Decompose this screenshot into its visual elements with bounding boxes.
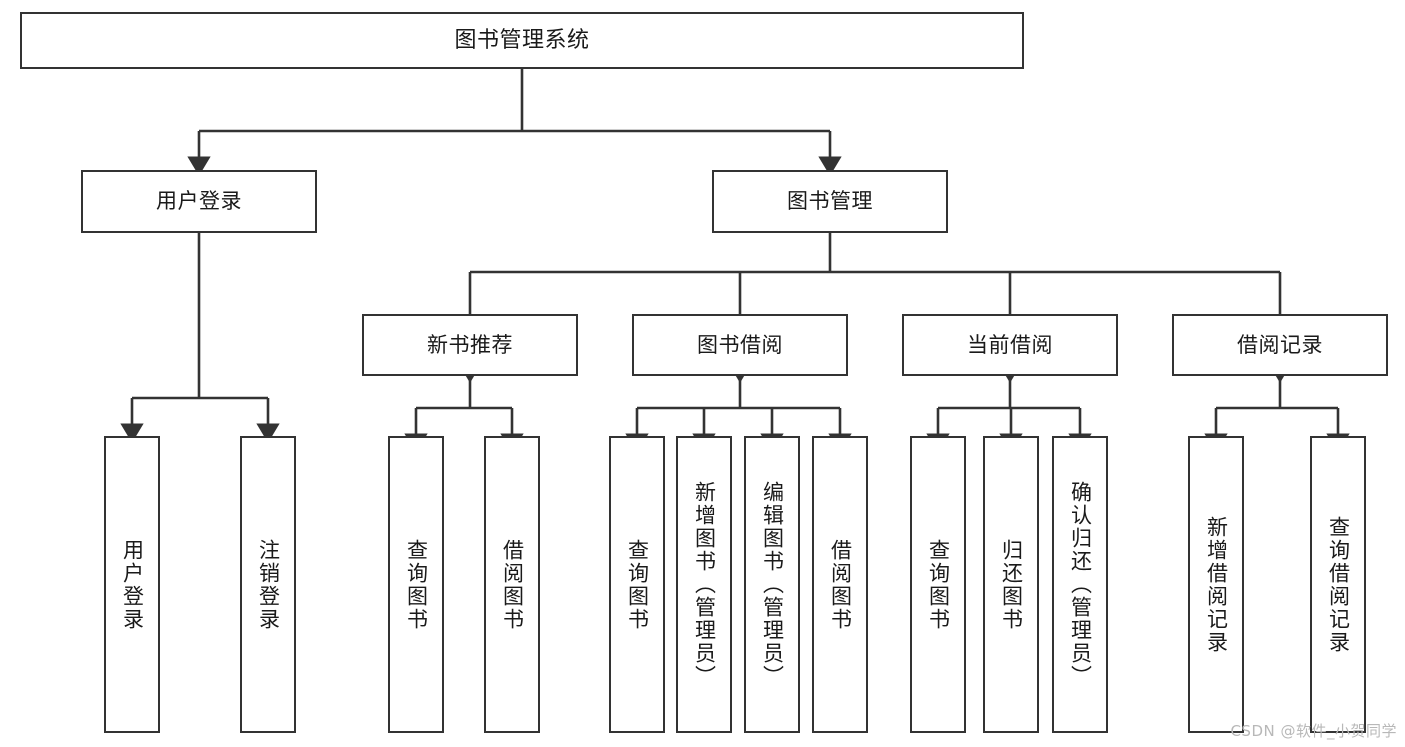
node-label: 归还图书 bbox=[999, 538, 1024, 631]
leaf-return-book[interactable]: 归还图书 bbox=[983, 436, 1039, 733]
node-label: 查询图书 bbox=[625, 538, 650, 631]
node-label: 确认归还（管理员） bbox=[1068, 481, 1093, 688]
leaf-user-logout[interactable]: 注销登录 bbox=[240, 436, 296, 733]
node-book-borrow[interactable]: 图书借阅 bbox=[632, 314, 848, 376]
node-label: 借阅图书 bbox=[828, 538, 853, 631]
leaf-confirm-return-admin[interactable]: 确认归还（管理员） bbox=[1052, 436, 1108, 733]
node-label: 新书推荐 bbox=[427, 332, 513, 357]
leaf-query-borrow-record[interactable]: 查询借阅记录 bbox=[1310, 436, 1366, 733]
edge-group bbox=[120, 69, 1350, 453]
node-borrow-record[interactable]: 借阅记录 bbox=[1172, 314, 1388, 376]
node-label: 借阅图书 bbox=[500, 538, 525, 631]
node-label: 注销登录 bbox=[256, 538, 281, 631]
node-user-login[interactable]: 用户登录 bbox=[81, 170, 317, 233]
node-label: 图书借阅 bbox=[697, 332, 783, 357]
node-label: 查询借阅记录 bbox=[1326, 515, 1351, 654]
node-label: 用户登录 bbox=[156, 189, 242, 214]
leaf-borrow-book-2[interactable]: 借阅图书 bbox=[812, 436, 868, 733]
leaf-add-book-admin[interactable]: 新增图书（管理员） bbox=[676, 436, 732, 733]
leaf-add-borrow-record[interactable]: 新增借阅记录 bbox=[1188, 436, 1244, 733]
node-label: 图书管理系统 bbox=[454, 27, 590, 53]
leaf-edit-book-admin[interactable]: 编辑图书（管理员） bbox=[744, 436, 800, 733]
node-label: 借阅记录 bbox=[1237, 332, 1323, 357]
leaf-borrow-book-1[interactable]: 借阅图书 bbox=[484, 436, 540, 733]
node-label: 编辑图书（管理员） bbox=[760, 481, 785, 688]
leaf-query-book-2[interactable]: 查询图书 bbox=[609, 436, 665, 733]
watermark: CSDN @软件_小贺同学 bbox=[1230, 722, 1397, 740]
node-new-book-recommend[interactable]: 新书推荐 bbox=[362, 314, 578, 376]
node-book-management[interactable]: 图书管理 bbox=[712, 170, 948, 233]
leaf-query-book-3[interactable]: 查询图书 bbox=[910, 436, 966, 733]
leaf-query-book-1[interactable]: 查询图书 bbox=[388, 436, 444, 733]
node-label: 图书管理 bbox=[787, 189, 873, 214]
leaf-user-login[interactable]: 用户登录 bbox=[104, 436, 160, 733]
node-label: 用户登录 bbox=[120, 538, 145, 631]
node-label: 新增借阅记录 bbox=[1204, 515, 1229, 654]
node-root[interactable]: 图书管理系统 bbox=[20, 12, 1024, 69]
node-label: 查询图书 bbox=[404, 538, 429, 631]
node-label: 当前借阅 bbox=[967, 332, 1053, 357]
node-label: 查询图书 bbox=[926, 538, 951, 631]
node-current-borrow[interactable]: 当前借阅 bbox=[902, 314, 1118, 376]
node-label: 新增图书（管理员） bbox=[692, 481, 717, 688]
